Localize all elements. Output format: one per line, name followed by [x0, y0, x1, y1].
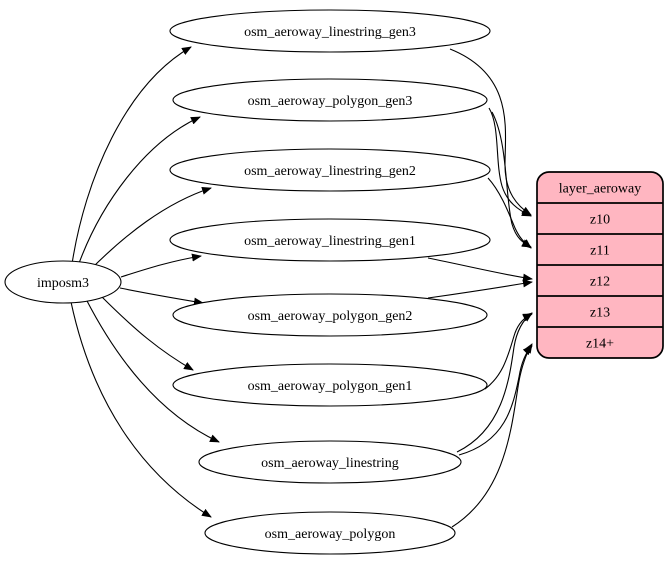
table-node-ellipse [169, 218, 491, 262]
table-node-label: osm_aeroway_polygon_gen1 [248, 379, 413, 394]
node-imposm3: imposm3 [4, 260, 122, 304]
table-node-label: osm_aeroway_polygon [265, 527, 396, 542]
layer-row-z14+: z14+ [586, 336, 614, 351]
table-node-ellipse [172, 363, 488, 407]
table-node-ellipse [169, 9, 491, 53]
table-node-ellipse [172, 78, 488, 122]
edge-osm_aeroway_linestring_gen3-to-layer_aeroway:z10 [449, 48, 532, 216]
edge-osm_aeroway_polygon_gen2-to-layer_aeroway:z12 [427, 279, 533, 299]
layer-row-z13: z13 [590, 305, 610, 320]
node-osm_aeroway_linestring_gen2: osm_aeroway_linestring_gen2 [169, 148, 491, 192]
edge-imposm3-to-osm_aeroway_polygon_gen1 [100, 295, 194, 371]
edge-imposm3-to-osm_aeroway_linestring [85, 298, 220, 443]
edge-imposm3-to-osm_aeroway_linestring_gen1 [120, 253, 202, 278]
layer-node-title: layer_aeroway [559, 181, 641, 196]
edge-osm_aeroway_polygon_gen3-to-layer_aeroway:z10 [488, 107, 532, 217]
table-node-label: osm_aeroway_linestring_gen3 [244, 25, 416, 40]
node-osm_aeroway_linestring: osm_aeroway_linestring [198, 440, 462, 484]
edge-osm_aeroway_linestring-to-layer_aeroway:z14+ [458, 345, 533, 456]
table-node-ellipse [169, 148, 491, 192]
edge-osm_aeroway_linestring_gen2-to-layer_aeroway:z11 [487, 177, 532, 249]
edge-osm_aeroway_linestring-to-layer_aeroway:z13 [456, 312, 533, 453]
source-node-label: imposm3 [37, 276, 89, 291]
edge-osm_aeroway_polygon_gen3-to-layer_aeroway:z11 [491, 111, 532, 248]
table-node-ellipse [198, 440, 462, 484]
table-node-ellipse [204, 511, 456, 555]
edge-imposm3-to-osm_aeroway_polygon [70, 301, 212, 518]
node-osm_aeroway_linestring_gen1: osm_aeroway_linestring_gen1 [169, 218, 491, 262]
edge-imposm3-to-osm_aeroway_polygon_gen3 [77, 116, 201, 267]
edge-imposm3-to-osm_aeroway_polygon_gen2 [119, 287, 204, 306]
node-osm_aeroway_polygon_gen1: osm_aeroway_polygon_gen1 [172, 363, 488, 407]
table-node-label: osm_aeroway_linestring_gen1 [244, 234, 416, 249]
table-node-label: osm_aeroway_polygon_gen3 [248, 94, 413, 109]
node-osm_aeroway_polygon_gen2: osm_aeroway_polygon_gen2 [172, 293, 488, 337]
edge-imposm3-to-osm_aeroway_linestring_gen2 [89, 186, 212, 271]
layer-node-layer_aeroway: layer_aeroway z10 z11 z12 z13 z14+ [536, 171, 664, 359]
node-osm_aeroway_polygon_gen3: osm_aeroway_polygon_gen3 [172, 78, 488, 122]
table-node-label: osm_aeroway_linestring [261, 456, 399, 471]
layer-row-z11: z11 [590, 243, 610, 258]
source-node-ellipse [4, 260, 122, 304]
node-osm_aeroway_linestring_gen3: osm_aeroway_linestring_gen3 [169, 9, 491, 53]
edge-osm_aeroway_linestring_gen1-to-layer_aeroway:z12 [427, 257, 533, 282]
edge-osm_aeroway_polygon-to-layer_aeroway:z14+ [451, 343, 533, 528]
table-node-label: osm_aeroway_linestring_gen2 [244, 164, 416, 179]
table-node-label: osm_aeroway_polygon_gen2 [248, 309, 413, 324]
layer-row-z12: z12 [590, 274, 610, 289]
node-osm_aeroway_polygon: osm_aeroway_polygon [204, 511, 456, 555]
table-node-ellipse [172, 293, 488, 337]
edge-imposm3-to-osm_aeroway_linestring_gen3 [71, 46, 192, 265]
layer-row-z10: z10 [590, 212, 610, 227]
